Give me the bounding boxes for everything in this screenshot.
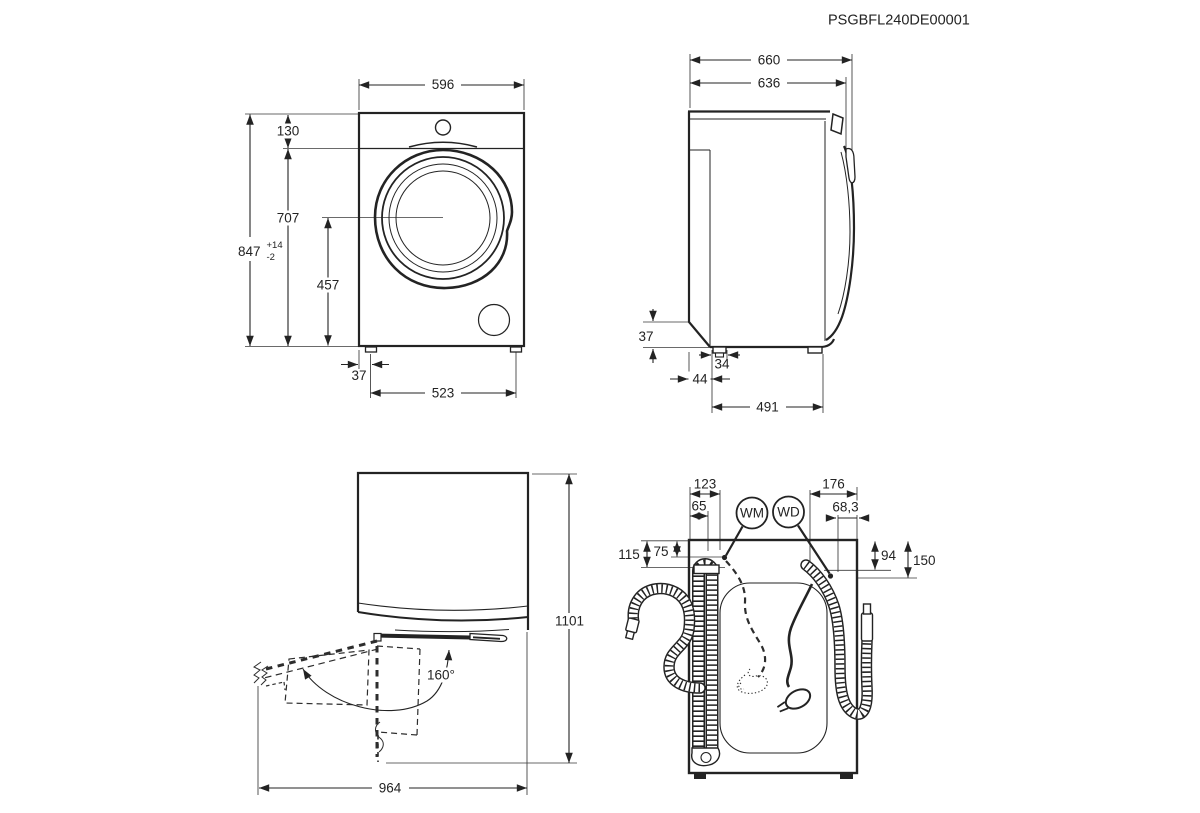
door-open-view: 160° 1101 964 bbox=[253, 471, 591, 796]
wd-connection-point bbox=[827, 573, 834, 579]
front-height-tol-plus: +14 bbox=[267, 240, 283, 251]
door-top-height-label: 707 bbox=[277, 211, 300, 226]
detergent-knob bbox=[434, 119, 452, 136]
wm-pointer-line bbox=[725, 525, 744, 557]
rear-foot-left bbox=[694, 773, 706, 779]
depth-total-label: 660 bbox=[758, 53, 781, 68]
inlet-hose-fitting bbox=[860, 612, 874, 642]
plan-cabinet bbox=[356, 471, 530, 630]
rear-view: WM WD 123 65 176 68,3 115 75 94 150 bbox=[618, 477, 936, 779]
door-break-squiggle-3 bbox=[375, 721, 384, 753]
wd-y2-label: 150 bbox=[913, 553, 936, 568]
wd-pointer-line bbox=[797, 524, 831, 575]
plan-door-handle-slot bbox=[472, 636, 501, 640]
drain-y-label: 115 bbox=[618, 547, 640, 562]
feet-extension-lines-side bbox=[688, 350, 824, 413]
wd-x2-label: 68,3 bbox=[832, 500, 858, 515]
inlet-hose-fitting-cap bbox=[862, 603, 872, 615]
front-width-label: 596 bbox=[432, 77, 455, 92]
front-cabinet bbox=[357, 111, 526, 348]
side-view: 660 636 37 34 44 491 bbox=[638, 52, 856, 415]
side-door-inner-line bbox=[837, 151, 851, 315]
drain-hose-fitting-cap bbox=[624, 629, 636, 641]
side-rear-edge bbox=[687, 111, 711, 348]
wm-connection-point bbox=[721, 554, 728, 561]
panel-height-label: 130 bbox=[277, 124, 300, 139]
feet-spacing-label: 523 bbox=[432, 386, 455, 401]
side-foot-front bbox=[807, 346, 823, 354]
wd-callout-circle bbox=[772, 495, 805, 529]
open-door-edge-160 bbox=[261, 639, 378, 672]
wm-x-label: 123 bbox=[694, 477, 717, 492]
drain-x-label: 65 bbox=[691, 499, 706, 514]
wm-callout-label: WM bbox=[740, 506, 764, 521]
wd-x-label: 176 bbox=[822, 477, 845, 492]
open-door-inner-160 bbox=[263, 648, 379, 679]
door-hinge bbox=[373, 632, 382, 642]
front-height-label: 847 bbox=[238, 244, 261, 259]
door-top-rim bbox=[408, 141, 478, 148]
rear-cabinet bbox=[687, 538, 859, 775]
depth-door-open-label: 1101 bbox=[555, 614, 584, 629]
feet-spacing-side-label: 491 bbox=[756, 400, 779, 415]
drawing-code: PSGBFL240DE00001 bbox=[828, 13, 970, 29]
wm-hose-dashed-path bbox=[725, 560, 767, 678]
rear-side-reference-lines bbox=[641, 540, 917, 579]
plan-front-band bbox=[357, 611, 529, 622]
door-latch bbox=[830, 112, 844, 136]
plinth-height-label: 37 bbox=[638, 329, 653, 344]
drain-outlet-elbow bbox=[691, 747, 721, 767]
foot-inset-label: 37 bbox=[351, 368, 366, 383]
height-reference-lines bbox=[245, 113, 443, 347]
power-cord bbox=[776, 583, 814, 713]
wd-y-label: 94 bbox=[881, 548, 897, 563]
rear-foot-inset-label: 44 bbox=[692, 372, 708, 387]
door-glass-outer bbox=[388, 163, 498, 273]
drain-outlet-ring bbox=[700, 751, 712, 764]
plinth-reference-lines bbox=[643, 321, 712, 348]
door-glass-inner bbox=[395, 170, 491, 266]
side-door-handle bbox=[845, 147, 856, 184]
depth-extension-lines bbox=[689, 54, 853, 152]
side-foot-rear-base bbox=[714, 352, 725, 358]
door-ring bbox=[381, 156, 505, 280]
front-view: 596 847 +14 -2 130 707 457 37 523 bbox=[236, 77, 526, 401]
door-break-squiggle-1 bbox=[253, 661, 262, 684]
foot-width-label: 34 bbox=[714, 357, 730, 372]
plan-door-gap-line bbox=[394, 629, 510, 633]
side-bottom-edge bbox=[710, 338, 836, 349]
plug-prongs bbox=[776, 701, 789, 713]
wm-callout-circle bbox=[735, 496, 769, 530]
wm-y-label: 75 bbox=[653, 544, 668, 559]
front-height-tol-minus: -2 bbox=[267, 252, 275, 263]
side-foot-rear bbox=[712, 346, 727, 354]
drain-hose bbox=[691, 558, 721, 767]
hose-coil-scribble-2 bbox=[738, 682, 745, 690]
opening-angle-label: 160° bbox=[427, 668, 455, 683]
door-center-height-label: 457 bbox=[317, 278, 340, 293]
open-door-panel-outline bbox=[284, 649, 370, 706]
side-rear-panel-line bbox=[689, 149, 711, 347]
front-foot-right bbox=[509, 346, 523, 353]
door-break-squiggle-2 bbox=[260, 665, 269, 686]
front-foot-left bbox=[364, 346, 378, 353]
rear-foot-right bbox=[840, 773, 853, 779]
drain-hose-clamp bbox=[693, 564, 720, 575]
wd-callout-label: WD bbox=[777, 505, 800, 520]
depth-body-label: 636 bbox=[758, 76, 781, 91]
power-plug bbox=[784, 688, 812, 710]
plan-front-crease bbox=[357, 602, 529, 611]
width-door-open-label: 964 bbox=[379, 781, 402, 796]
open-door-extension-lines bbox=[257, 473, 577, 795]
inlet-hose bbox=[800, 559, 874, 720]
plan-closed-door-strip bbox=[374, 633, 470, 640]
filter-cap bbox=[477, 303, 511, 337]
door-corner-dashes bbox=[265, 681, 286, 691]
drain-hose-free-end bbox=[624, 582, 706, 694]
open-door-panel-90 bbox=[376, 645, 421, 736]
hose-coil-scribble bbox=[736, 668, 768, 694]
door-outer-ring bbox=[373, 148, 514, 290]
rear-recessed-panel bbox=[719, 582, 828, 754]
